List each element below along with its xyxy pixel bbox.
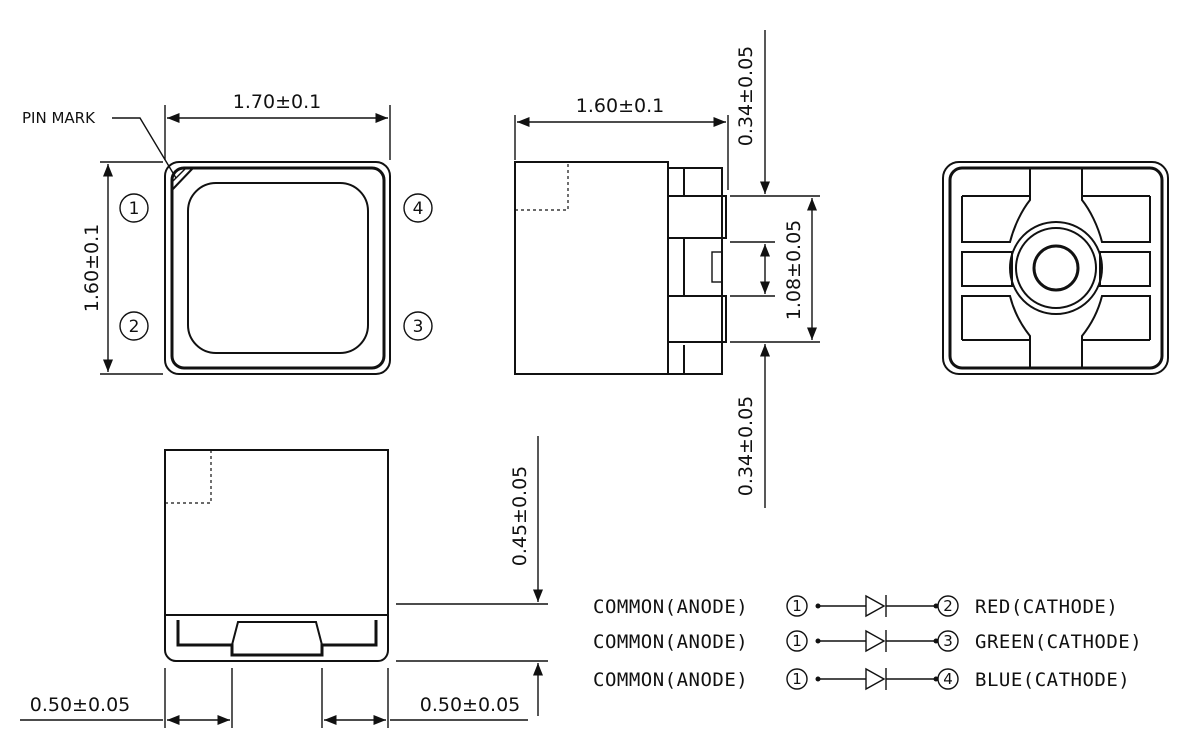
pin-1-number: 1	[129, 199, 140, 219]
row1-diode-icon	[865, 594, 886, 618]
top-view: PIN MARK 1.70±0.1 1.60±0.1 1 2 4 3	[22, 91, 433, 375]
row3-cathode-label: BLUE(CATHODE)	[975, 669, 1130, 691]
side-body-hidden-corner	[515, 162, 569, 211]
pad-top-left	[961, 168, 1031, 243]
row1-cathode-pin: 2	[943, 597, 953, 615]
lens-outline	[187, 182, 369, 354]
row2-cathode-label: GREEN(CATHODE)	[975, 631, 1142, 653]
front-body-hidden-corner	[165, 450, 212, 504]
circuit-row-blue: COMMON(ANODE) 1 4 BLUE(CATHODE)	[593, 667, 1130, 691]
row2-anode-label: COMMON(ANODE)	[593, 631, 748, 653]
center-ring-mid	[1015, 227, 1097, 309]
row3-diode-icon	[865, 667, 886, 691]
pin-1-marker: 1	[119, 193, 149, 223]
row3-anode-label: COMMON(ANODE)	[593, 669, 748, 691]
circuit-row-red: COMMON(ANODE) 1 2 RED(CATHODE)	[593, 594, 1118, 618]
pin-mark-chamfer-inner	[171, 167, 187, 183]
side-pad-bottom	[667, 295, 727, 343]
row3-cathode-pin: 4	[943, 670, 953, 688]
side-bottom-gap-dim: 0.34±0.05	[735, 396, 757, 497]
pin-4-number: 4	[413, 199, 424, 219]
pin-2-marker: 2	[119, 311, 149, 341]
top-width-dim: 1.70±0.1	[233, 91, 321, 113]
side-top-gap-dim: 0.34±0.05	[735, 46, 757, 147]
front-base-outline	[164, 615, 389, 662]
pin-3-number: 3	[413, 317, 424, 337]
side-pad-mid	[711, 251, 723, 283]
row2-cathode-pin: 3	[943, 632, 953, 650]
circuit-row-green: COMMON(ANODE) 1 3 GREEN(CATHODE)	[593, 629, 1142, 653]
pin-3-marker: 3	[403, 311, 433, 341]
pin-mark-chamfer	[171, 167, 194, 191]
row1-cathode-label: RED(CATHODE)	[975, 596, 1118, 618]
bottom-view	[942, 161, 1169, 375]
center-ring-outer	[1009, 221, 1103, 315]
pad-bottom-left	[961, 295, 1031, 368]
side-pad-dim: 1.08±0.05	[783, 220, 805, 321]
pin-2-number: 2	[129, 317, 140, 337]
pad-mid-left	[961, 251, 1013, 287]
pad-mid-right	[1099, 251, 1151, 287]
side-body	[514, 161, 669, 375]
pin-4-marker: 4	[403, 193, 433, 223]
row2-anode-pin: 1	[792, 632, 802, 650]
side-width-dim: 1.60±0.1	[576, 95, 664, 117]
row2-diode-icon	[865, 629, 886, 653]
front-left-pad-dim: 0.50±0.05	[30, 694, 131, 716]
pin-mark-leader	[112, 117, 177, 179]
top-view-outline	[164, 161, 391, 375]
side-lead-frame	[668, 167, 723, 375]
front-base-rim	[176, 620, 378, 657]
top-height-dim: 1.60±0.1	[81, 224, 103, 312]
row1-anode-label: COMMON(ANODE)	[593, 596, 748, 618]
center-ring-inner	[1032, 244, 1080, 292]
front-height-dim: 0.45±0.05	[509, 466, 531, 567]
front-right-pad-dim: 0.50±0.05	[420, 694, 521, 716]
side-view: 1.60±0.1 0.34±0.05 1.08±0.05 0.34±0.05	[514, 30, 820, 508]
pin-mark-label: PIN MARK	[22, 109, 96, 127]
top-view-rim	[170, 166, 386, 370]
circuit-diagram: COMMON(ANODE) 1 2 RED(CATHODE) COMMON(AN…	[593, 594, 1142, 691]
bottom-view-outline	[942, 161, 1169, 375]
bottom-view-rim	[948, 166, 1164, 370]
pad-top-right	[1081, 168, 1151, 243]
front-body	[164, 449, 389, 616]
front-notch	[231, 621, 323, 646]
front-view: 0.45±0.05 0.50±0.05 0.50±0.05	[20, 436, 548, 728]
row1-anode-pin: 1	[792, 597, 802, 615]
row3-anode-pin: 1	[792, 670, 802, 688]
side-pad-top	[667, 195, 727, 239]
pad-bottom-right	[1081, 295, 1151, 368]
